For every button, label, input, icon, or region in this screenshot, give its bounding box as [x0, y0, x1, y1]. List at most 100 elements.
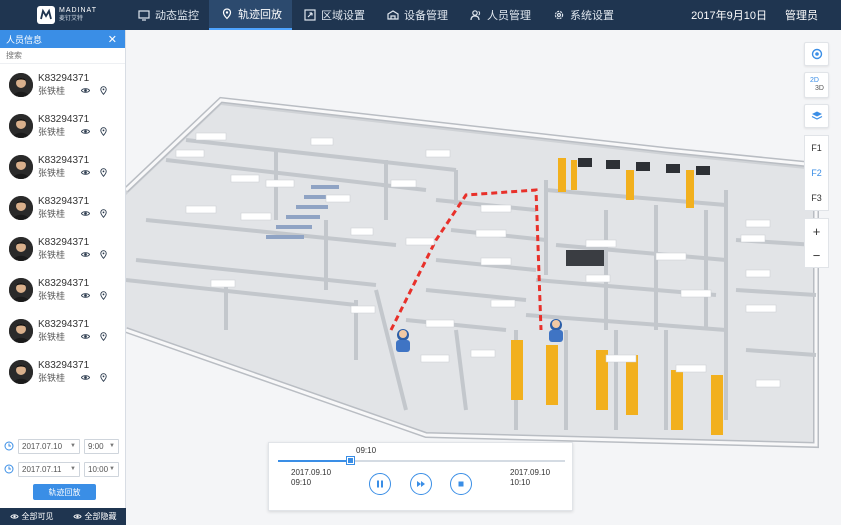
- person-name: 张铁桂: [38, 331, 66, 342]
- eye-icon[interactable]: [81, 332, 90, 341]
- hide-all-button[interactable]: 全部隐藏: [72, 511, 117, 522]
- location-pin-icon[interactable]: [99, 209, 108, 218]
- time-range: 2017.07.10▼ 9:00▼ 2017.07.11▼ 10:00▼ 轨迹回…: [0, 437, 126, 500]
- end-date-text: 2017.09.10: [510, 468, 551, 477]
- end-time-display: 2017.09.10 10:10: [510, 468, 550, 488]
- stop-button[interactable]: [450, 473, 472, 495]
- nav-item-settings[interactable]: 系统设置: [541, 0, 624, 30]
- end-hour-select[interactable]: 10:00▼: [84, 461, 119, 477]
- person-name: 张铁桂: [38, 249, 66, 260]
- search-input[interactable]: [6, 51, 119, 60]
- server-racks: [266, 185, 339, 239]
- nav-item-monitor[interactable]: 动态监控: [126, 0, 209, 30]
- zoom-in-button[interactable]: +: [812, 223, 821, 239]
- clock-icon: [4, 441, 14, 451]
- top-nav-bar: MADINAT 麦钉艾特 动态监控 轨迹回放 区域设置 设备管理: [0, 0, 841, 30]
- server-cabinet: [566, 250, 604, 266]
- person-id: K83294371: [38, 277, 90, 289]
- person-id: K83294371: [38, 195, 90, 207]
- eye-icon[interactable]: [81, 86, 90, 95]
- brand-name: MADINAT: [59, 7, 97, 14]
- track-replay-button[interactable]: 轨迹回放: [33, 484, 96, 500]
- stop-icon: [458, 481, 464, 487]
- yellow-machinery: [511, 158, 723, 435]
- person-id: K83294371: [38, 113, 90, 125]
- layers-icon: [811, 111, 822, 120]
- avatar: [9, 236, 33, 261]
- eye-icon[interactable]: [81, 168, 90, 177]
- layers-button[interactable]: [804, 104, 829, 128]
- person-name: 张铁桂: [38, 126, 66, 137]
- nav-item-area[interactable]: 区域设置: [292, 0, 375, 30]
- location-pin-icon[interactable]: [99, 127, 108, 136]
- floor-f3[interactable]: F3: [811, 192, 822, 203]
- avatar: [9, 195, 33, 220]
- pause-button[interactable]: [369, 473, 391, 495]
- floor-plan-3d: [126, 96, 819, 449]
- person-name: 张铁桂: [38, 167, 66, 178]
- avatar: [9, 359, 33, 384]
- floor-slab: [126, 100, 816, 445]
- gear-icon: [554, 10, 564, 20]
- zoom-out-button[interactable]: −: [812, 247, 821, 263]
- playback-panel: 09:10 2017.09.10 09:10 2017.09.10 10:10: [268, 442, 573, 511]
- location-pin-icon[interactable]: [99, 250, 108, 259]
- chevron-down-icon: ▼: [70, 466, 76, 472]
- panel-footer: 全部可见 全部隐藏: [0, 508, 126, 525]
- device-icon: [387, 10, 399, 20]
- location-pin-icon[interactable]: [99, 373, 108, 382]
- eye-icon[interactable]: [81, 373, 90, 382]
- nav-item-track-replay[interactable]: 轨迹回放: [209, 0, 292, 30]
- location-pin-icon[interactable]: [99, 86, 108, 95]
- playback-handle[interactable]: [347, 457, 354, 464]
- eye-icon[interactable]: [81, 250, 90, 259]
- fast-forward-button[interactable]: [410, 473, 432, 495]
- person-name: 张铁桂: [38, 208, 66, 219]
- start-time-text: 09:10: [291, 478, 312, 487]
- nav-label: 轨迹回放: [238, 9, 282, 21]
- eye-icon[interactable]: [81, 209, 90, 218]
- location-pin-icon[interactable]: [99, 168, 108, 177]
- person-id: K83294371: [38, 359, 90, 371]
- playback-track[interactable]: [278, 457, 565, 464]
- location-pin-icon[interactable]: [99, 291, 108, 300]
- nav-item-device[interactable]: 设备管理: [375, 0, 458, 30]
- user-menu[interactable]: 管理员: [785, 10, 818, 22]
- person-id: K83294371: [38, 318, 90, 330]
- avatar: [9, 72, 33, 97]
- eye-icon: [9, 514, 19, 519]
- start-date-value: 2017.07.10: [22, 441, 63, 451]
- camera-view-button[interactable]: [804, 42, 829, 66]
- chevron-down-icon: ▼: [109, 443, 115, 449]
- view-3d-label: 3D: [815, 85, 824, 92]
- floor-f2[interactable]: F2: [811, 168, 822, 178]
- playback-progress: [278, 460, 350, 462]
- eye-icon[interactable]: [81, 291, 90, 300]
- person-id: K83294371: [38, 72, 90, 84]
- nav-item-people[interactable]: 人员管理: [458, 0, 541, 30]
- eye-icon: [72, 514, 82, 519]
- end-date-select[interactable]: 2017.07.11▼: [18, 461, 80, 477]
- start-hour-select[interactable]: 9:00▼: [84, 438, 119, 454]
- person-marker: [396, 329, 410, 352]
- start-date-select[interactable]: 2017.07.10▼: [18, 438, 80, 454]
- pause-icon: [377, 480, 383, 488]
- view-toggle-2d-3d[interactable]: 2D 3D: [804, 72, 829, 98]
- eye-icon[interactable]: [81, 127, 90, 136]
- person-id: K83294371: [38, 154, 90, 166]
- search-box: [0, 48, 125, 64]
- close-icon[interactable]: ✕: [107, 33, 117, 46]
- location-pin-icon[interactable]: [99, 332, 108, 341]
- show-all-button[interactable]: 全部可见: [9, 511, 54, 522]
- floor-f1[interactable]: F1: [811, 143, 822, 154]
